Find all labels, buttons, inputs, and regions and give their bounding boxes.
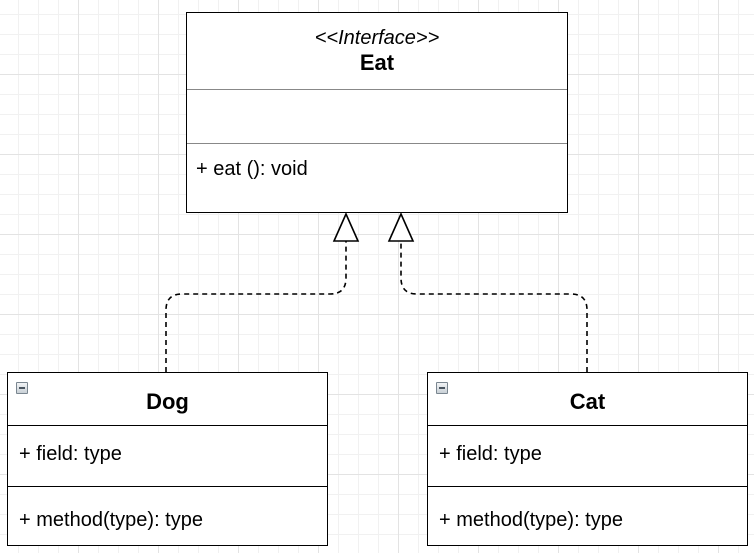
dog-realization-line — [165, 241, 347, 372]
class-cat-box[interactable]: Cat + field: type + method(type): type — [427, 372, 748, 546]
class-dog-box[interactable]: Dog + field: type + method(type): type — [7, 372, 328, 546]
dog-realization-arrowhead — [332, 212, 360, 242]
cat-header: Cat — [428, 373, 747, 426]
dog-method: + method(type): type — [19, 509, 203, 531]
interface-eat-box[interactable]: <<Interface>> Eat + eat (): void — [186, 12, 568, 213]
dog-header: Dog — [8, 373, 327, 426]
cat-class-name: Cat — [569, 389, 606, 414]
interface-header: <<Interface>> Eat — [187, 13, 567, 90]
cat-field: + field: type — [439, 443, 542, 465]
cat-fields-section: + field: type — [428, 426, 747, 487]
interface-attributes-section — [187, 90, 567, 144]
interface-name: Eat — [359, 50, 395, 75]
dog-class-name: Dog — [146, 389, 189, 414]
collapse-minus-icon[interactable] — [16, 382, 28, 394]
interface-method-eat: + eat (): void — [196, 158, 308, 180]
interface-stereotype: <<Interface>> — [314, 27, 440, 49]
dog-methods-section: + method(type): type — [8, 487, 327, 553]
dog-field: + field: type — [19, 443, 122, 465]
cat-realization-arrowhead — [387, 212, 415, 242]
collapse-minus-icon[interactable] — [436, 382, 448, 394]
cat-method: + method(type): type — [439, 509, 623, 531]
interface-methods-section: + eat (): void — [187, 144, 567, 181]
dog-fields-section: + field: type — [8, 426, 327, 487]
cat-methods-section: + method(type): type — [428, 487, 747, 553]
cat-realization-line — [400, 241, 588, 372]
